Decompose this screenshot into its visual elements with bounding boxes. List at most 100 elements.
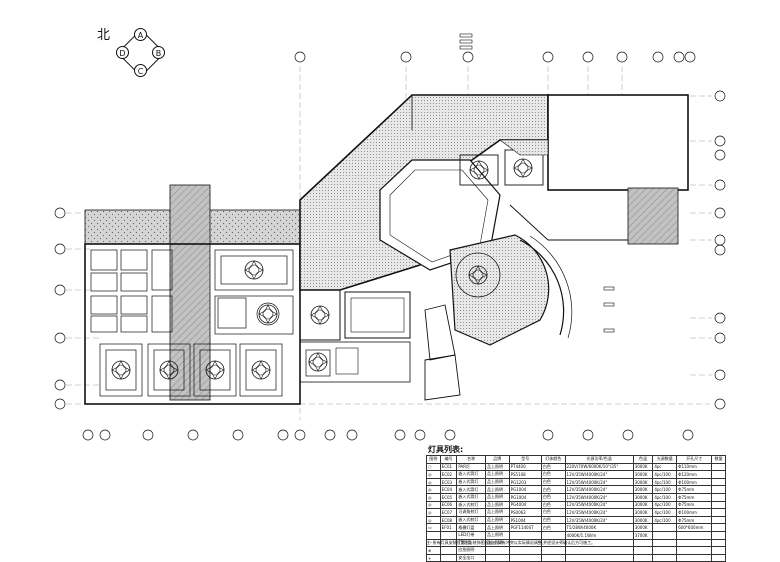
legend-cell bbox=[508, 530, 542, 540]
legend-cell: PAR灯 bbox=[456, 462, 486, 472]
legend-cell: EC06 bbox=[439, 500, 458, 510]
legend-cell: 白色 bbox=[540, 477, 566, 487]
plan-marks bbox=[459, 33, 615, 333]
legend-cell: 品上照明 bbox=[484, 477, 510, 487]
legend-cell: 白色 bbox=[540, 508, 566, 517]
legend-cell bbox=[540, 546, 566, 555]
right-wing bbox=[424, 94, 689, 401]
legend-cell bbox=[564, 553, 634, 562]
compass-letter: D bbox=[116, 46, 129, 59]
legend-cell: EC03 bbox=[439, 477, 458, 487]
legend-cell: Φ75mm bbox=[676, 492, 713, 502]
legend-cell bbox=[484, 546, 510, 555]
legend-cell: ◎ bbox=[426, 508, 441, 517]
legend-cell: 4pc bbox=[652, 462, 678, 472]
legend-cell: ◎ bbox=[426, 470, 441, 479]
compass-icon: A B C D bbox=[116, 28, 166, 78]
legend-cell: 品上照明 bbox=[484, 515, 510, 525]
legend-cell: EC01 bbox=[439, 462, 458, 472]
legend-cell: T5/28W/4000K bbox=[564, 523, 634, 532]
legend-cell: EF01 bbox=[439, 523, 458, 532]
legend-cell: 4pc/100 bbox=[652, 492, 678, 502]
legend-cell bbox=[439, 553, 458, 562]
legend-cell: 白色 bbox=[540, 515, 566, 525]
legend-cell: 3000K bbox=[632, 462, 654, 472]
legend-cell: 220V/70W/6000K/10°/35° bbox=[564, 462, 634, 472]
legend-cell bbox=[711, 500, 726, 510]
legend-cell: 品上照明 bbox=[484, 530, 510, 540]
axis-bubbles bbox=[54, 51, 726, 441]
legend-cell: PG1004 bbox=[508, 485, 542, 494]
legend-cell: 12V/35W/4000K/24° bbox=[564, 500, 634, 510]
legend-cell bbox=[540, 553, 566, 562]
legend-cell bbox=[676, 546, 713, 555]
legend-cell: 12V/35W/4000K/24° bbox=[564, 515, 634, 525]
legend-cell: 4pc/100 bbox=[652, 508, 678, 517]
legend-cell bbox=[711, 546, 726, 555]
legend-cell: 嵌入式筒灯 bbox=[456, 492, 486, 502]
legend-cell: 600*600mm bbox=[676, 523, 713, 532]
legend-cell: 3000K bbox=[632, 470, 654, 479]
legend-cell: EC08 bbox=[439, 515, 458, 525]
legend-header-cell: 名称 bbox=[456, 455, 486, 464]
legend-cell: 白色 bbox=[540, 500, 566, 510]
legend-cell: 白色 bbox=[540, 462, 566, 472]
legend-cell: 嵌入式筒灯 bbox=[456, 477, 486, 487]
legend-cell bbox=[632, 553, 654, 562]
legend-cell bbox=[652, 523, 678, 532]
legend-cell: 4pc/100 bbox=[652, 470, 678, 479]
legend-header-cell: 品牌 bbox=[484, 455, 510, 464]
legend-cell: 嵌入式射灯 bbox=[456, 500, 486, 510]
compass-letter: C bbox=[134, 64, 147, 77]
north-label: 北 bbox=[97, 28, 111, 43]
legend-cell: PT4400 bbox=[508, 462, 542, 472]
legend-cell: PS0063 bbox=[508, 508, 542, 517]
legend-cell: 安全出口 bbox=[456, 553, 486, 562]
legend-cell: 白色 bbox=[540, 485, 566, 494]
legend-cell: 12V/35W/4000K/24° bbox=[564, 508, 634, 517]
legend-cell: 品上照明 bbox=[484, 485, 510, 494]
legend-header-cell: 编号 bbox=[439, 455, 458, 464]
legend-cell: PGF1140ST bbox=[508, 523, 542, 532]
legend-cell: 4pc/100 bbox=[652, 515, 678, 525]
legend-header-cell: 色温 bbox=[632, 455, 654, 464]
legend-cell bbox=[439, 546, 458, 555]
legend-cell: 品上照明 bbox=[484, 492, 510, 502]
legend-cell: 3000K bbox=[632, 515, 654, 525]
legend-cell bbox=[711, 485, 726, 494]
legend-cell: 白色 bbox=[540, 523, 566, 532]
legend-cell bbox=[508, 546, 542, 555]
legend-cell bbox=[711, 462, 726, 472]
legend-cell: 12V/35W/4000K/24° bbox=[564, 485, 634, 494]
legend-cell: ○ bbox=[426, 462, 441, 472]
legend-cell: 3000K bbox=[632, 500, 654, 510]
legend-cell: 4pc/100 bbox=[652, 485, 678, 494]
legend-cell: 12V/35W/4000K/24° bbox=[564, 477, 634, 487]
left-wing bbox=[84, 184, 301, 405]
legend-cell: 格栅灯盘 bbox=[456, 523, 486, 532]
legend-cell: 3700K bbox=[632, 530, 654, 540]
legend-cell: ◎ bbox=[426, 485, 441, 494]
legend-cell: EC07 bbox=[439, 508, 458, 517]
legend-header-cell: 光源功率/色温 bbox=[564, 455, 634, 464]
legend-cell: 嵌入式筒灯 bbox=[456, 485, 486, 494]
legend-header-cell: 光源数量 bbox=[652, 455, 678, 464]
legend-cell: 12V/35W/4000K/24° bbox=[564, 492, 634, 502]
legend-cell bbox=[711, 530, 726, 540]
legend-cell: 3000K bbox=[632, 508, 654, 517]
legend-cell: Φ120mm bbox=[676, 470, 713, 479]
legend-cell: ◎ bbox=[426, 500, 441, 510]
legend-cell: Φ75mm bbox=[676, 485, 713, 494]
legend-cell bbox=[652, 530, 678, 540]
legend-cell bbox=[711, 523, 726, 532]
legend-cell bbox=[652, 553, 678, 562]
legend-cell bbox=[632, 546, 654, 555]
legend-cell: 品上照明 bbox=[484, 523, 510, 532]
legend-cell: EC05 bbox=[439, 492, 458, 502]
